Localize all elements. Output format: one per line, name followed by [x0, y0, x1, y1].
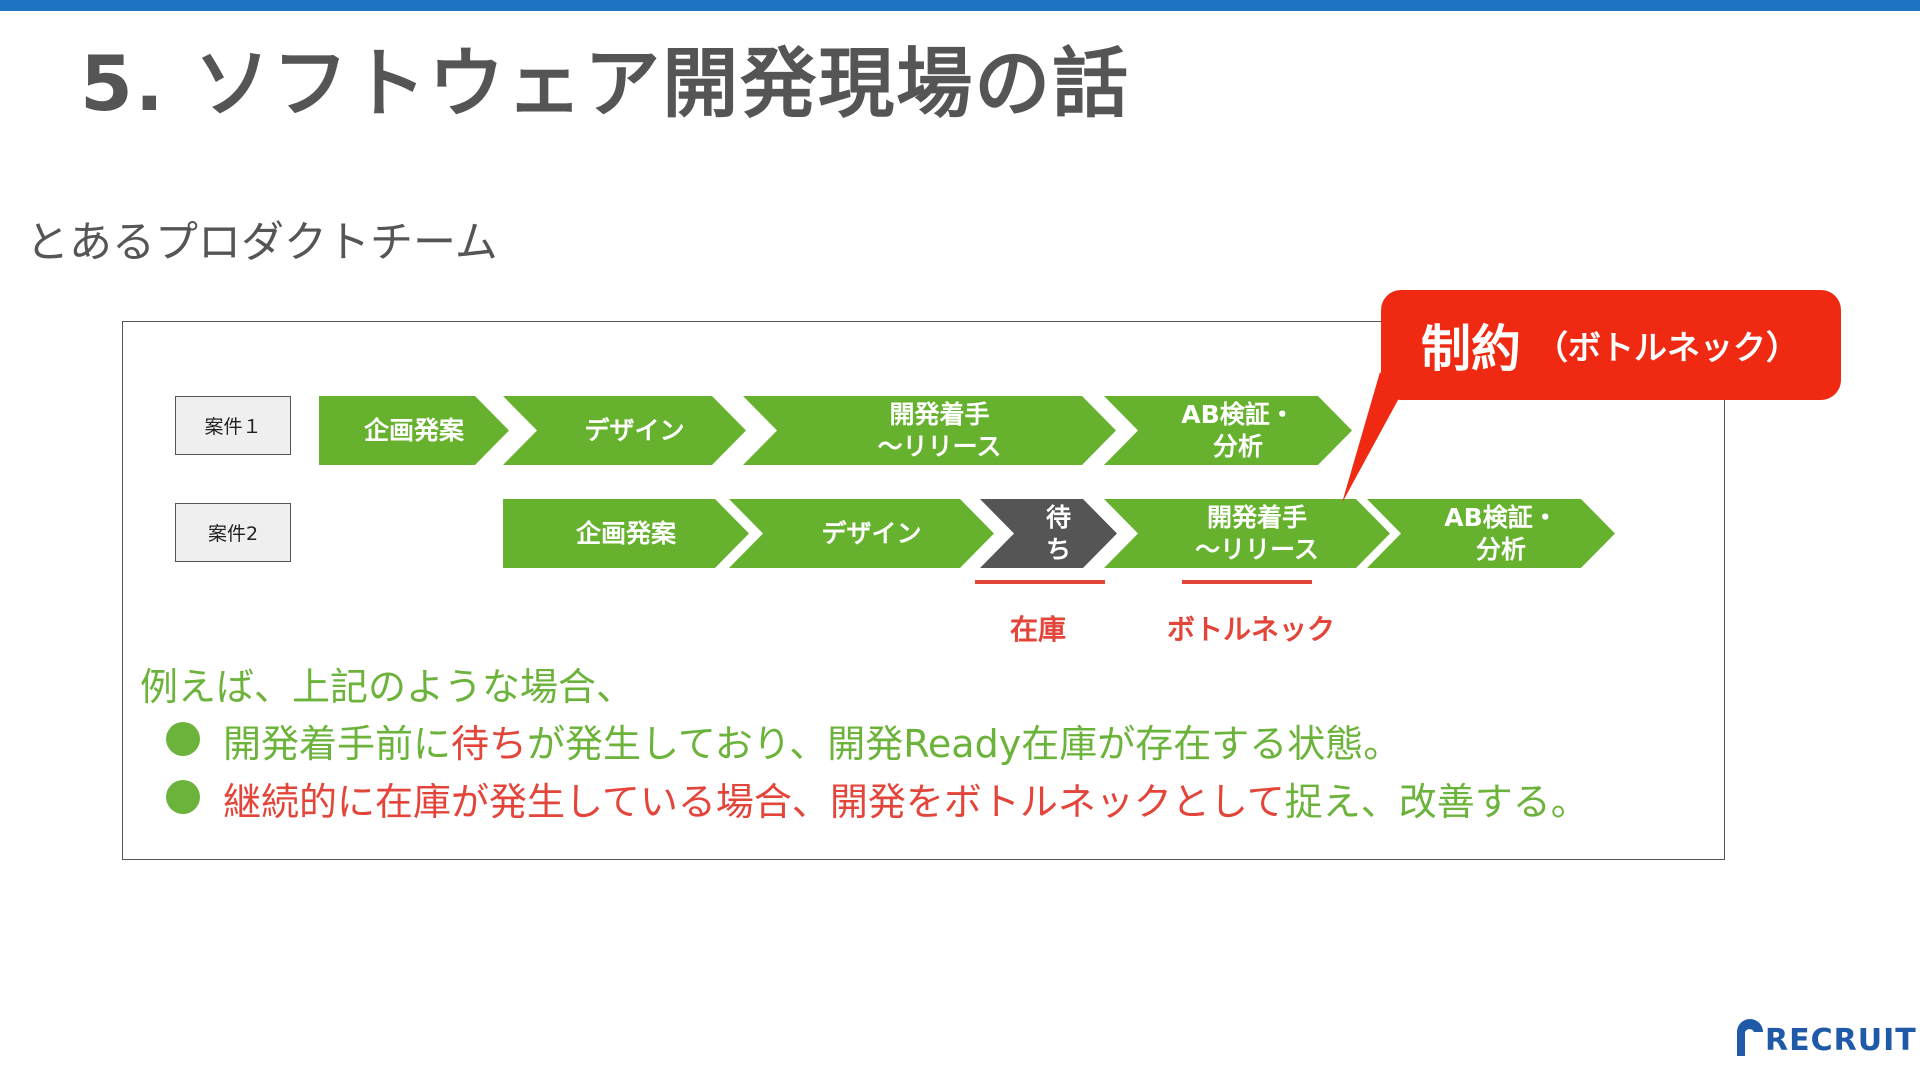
bottleneck-underline [1182, 580, 1312, 584]
case2-stage-design: デザイン [729, 499, 994, 568]
case2-stage-planning: 企画発案 [503, 499, 749, 568]
case1-stage-planning: 企画発案 [319, 396, 509, 465]
page-title: 5. ソフトウェア開発現場の話 [80, 39, 1131, 128]
case1-stage-ab-test: AB検証・ 分析 [1104, 396, 1352, 465]
case1-stage-design: デザイン [503, 396, 746, 465]
recruit-logo: RECRUIT [1735, 1012, 1917, 1056]
case2-stage-waiting: 待 ち [980, 499, 1117, 568]
bullet-text-2: 継続的に在庫が発生している場合、開発をボトルネックとして捉え、改善する。 [223, 771, 1589, 826]
logo-mark-icon [1737, 1019, 1763, 1056]
bullet-dot-1 [166, 722, 200, 756]
callout-main-text: 制約 [1421, 320, 1521, 378]
bullet-text-1: 開発着手前に待ちが発生しており、開発Ready在庫が存在する状態。 [223, 713, 1401, 768]
inventory-label: 在庫 [1010, 613, 1067, 646]
bullet-dot-2 [166, 780, 200, 814]
bullet1-part2: 待ち [451, 722, 528, 766]
body-intro: 例えば、上記のような場合、 [140, 665, 635, 709]
inventory-underline [975, 580, 1105, 584]
bullet2-part2: 捉え、改善する。 [1284, 780, 1589, 824]
bullet1-part3: が発生しており、開発Ready在庫が存在する状態。 [527, 722, 1402, 766]
bullet2-part1: 継続的に在庫が発生している場合、開発をボトルネックとして [223, 780, 1285, 824]
callout-sub-text: （ボトルネック） [1535, 328, 1799, 367]
case2-stage-ab-test: AB検証・ 分析 [1367, 499, 1615, 568]
case1-stage-development: 開発着手 ～リリース [743, 396, 1116, 465]
page-subtitle: とあるプロダクトチーム [26, 218, 498, 268]
bottleneck-label: ボトルネック [1167, 613, 1336, 646]
bullet1-part1: 開発着手前に [223, 722, 452, 766]
case-label-1: 案件１ [175, 396, 291, 455]
top-accent-bar [0, 0, 1920, 11]
logo-text: RECRUIT [1765, 1023, 1917, 1058]
case-label-2: 案件2 [175, 503, 291, 562]
constraint-callout: 制約 （ボトルネック） [1381, 290, 1841, 400]
case2-stage-development: 開発着手 ～リリース [1104, 499, 1390, 568]
